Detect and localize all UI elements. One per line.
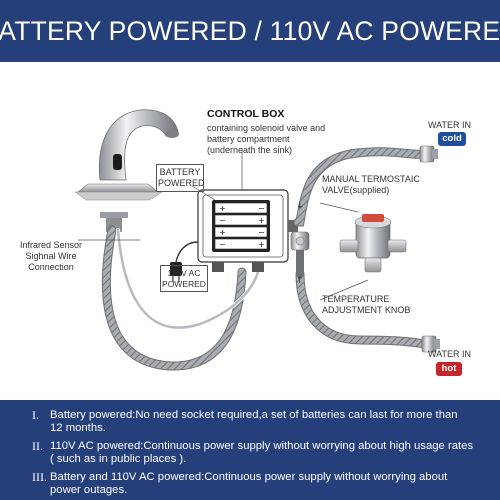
thermostatic-valve-label: MANUAL TERMOSTAIC VALVE(supplied)	[322, 174, 420, 196]
battery-powered-label: BATTERY POWERED	[156, 164, 204, 192]
thermostatic-valve-image	[340, 214, 406, 272]
cold-badge: cold	[438, 132, 466, 146]
cold-inlet-fitting	[420, 146, 438, 162]
feature-number: II.	[32, 440, 46, 453]
temperature-knob-label: TEMPERATURE ADJUSTMENT KNOB	[322, 294, 410, 316]
feature-list: I. Battery powered:No need socket requir…	[0, 400, 500, 500]
feature-item: III. Battery and 110V AC powered:Continu…	[32, 471, 482, 497]
feature-number: III.	[32, 471, 46, 484]
svg-text:−: −	[258, 228, 265, 237]
svg-text:+: +	[258, 240, 265, 249]
banner-title: BATTERY POWERED / 110V AC POWERED	[0, 16, 500, 47]
installation-diagram: + − − + + − − +	[0, 62, 500, 400]
svg-text:+: +	[219, 204, 226, 213]
svg-text:+: +	[258, 216, 265, 225]
title-banner: BATTERY POWERED / 110V AC POWERED	[0, 0, 500, 62]
control-box-description: containing solenoid valve and battery co…	[207, 123, 325, 156]
control-box: + − − + + − − +	[198, 190, 298, 272]
infrared-sensor-label: Infrared Sensor Sighnal Wire Connection	[20, 240, 82, 273]
feature-item: I. Battery powered:No need socket requir…	[32, 409, 482, 435]
infrared-sensor-window	[113, 154, 122, 170]
water-in-cold-label: WATER IN	[428, 120, 471, 130]
feature-number: I.	[32, 409, 46, 422]
feature-text: Battery and 110V AC powered:Continuous p…	[50, 471, 447, 497]
svg-text:−: −	[258, 204, 265, 213]
svg-text:↑: ↑	[296, 276, 304, 286]
feature-text: Battery powered:No need socket required,…	[50, 409, 458, 435]
water-in-hot-label: WATER IN	[428, 349, 471, 359]
control-box-title: CONTROL BOX	[207, 108, 284, 120]
svg-text:−: −	[219, 240, 226, 249]
svg-text:↓: ↓	[296, 201, 304, 211]
svg-text:+: +	[219, 228, 226, 237]
feature-item: II. 110V AC powered:Continuous power sup…	[32, 440, 482, 466]
ac-powered-label: 110V AC POWERED	[160, 265, 208, 292]
hot-badge: hot	[436, 362, 462, 376]
feature-text: 110V AC powered:Continuous power supply …	[50, 440, 473, 466]
svg-text:−: −	[219, 216, 226, 225]
